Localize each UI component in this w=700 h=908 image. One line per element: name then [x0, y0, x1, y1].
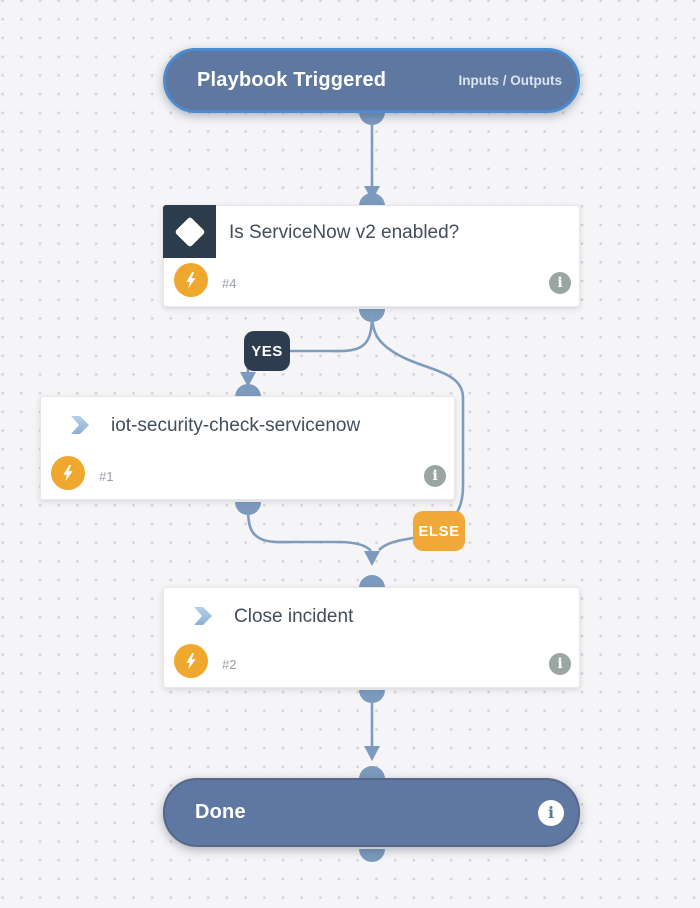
done-title: Done	[195, 801, 246, 823]
task-title: Is ServiceNow v2 enabled?	[229, 222, 460, 243]
arrowhead	[240, 372, 256, 387]
task-node-close-incident[interactable]: Close incident #2 i	[163, 587, 580, 688]
condition-type-badge	[163, 205, 216, 258]
arrowhead	[364, 746, 380, 761]
chevron-icon	[68, 413, 92, 437]
port-in-task-iot	[235, 384, 261, 397]
info-icon[interactable]: i	[549, 272, 571, 294]
chevron-icon	[191, 604, 215, 628]
edge-iot-merge	[246, 507, 372, 552]
port-in-task-close	[359, 575, 385, 588]
info-icon[interactable]: i	[538, 799, 564, 826]
inputs-outputs-link[interactable]: Inputs / Outputs	[458, 73, 563, 88]
lightning-bolt-icon	[51, 456, 85, 490]
branch-label-yes: YES	[244, 331, 290, 371]
task-title: Close incident	[234, 606, 354, 627]
port-in-condition	[359, 193, 385, 206]
lightning-bolt-icon	[174, 263, 208, 297]
info-icon[interactable]: i	[424, 465, 446, 487]
trigger-node[interactable]: Playbook Triggered Inputs / Outputs	[163, 48, 580, 113]
task-number: #1	[99, 469, 114, 484]
diamond-icon	[173, 215, 206, 248]
task-node-iot-security-check[interactable]: iot-security-check-servicenow #1 i	[40, 396, 455, 500]
info-icon[interactable]: i	[549, 653, 571, 675]
port-out-done	[359, 849, 385, 862]
task-number: #2	[222, 657, 237, 672]
task-title: iot-security-check-servicenow	[111, 415, 361, 436]
lightning-bolt-icon	[174, 644, 208, 678]
branch-label-else: ELSE	[413, 511, 465, 551]
port-in-done	[359, 766, 385, 779]
task-number: #4	[222, 276, 237, 291]
condition-node[interactable]: Is ServiceNow v2 enabled? #4 i	[163, 205, 580, 307]
trigger-title: Playbook Triggered	[197, 69, 387, 91]
done-node[interactable]: Done i	[163, 778, 580, 847]
arrowhead	[364, 551, 380, 566]
